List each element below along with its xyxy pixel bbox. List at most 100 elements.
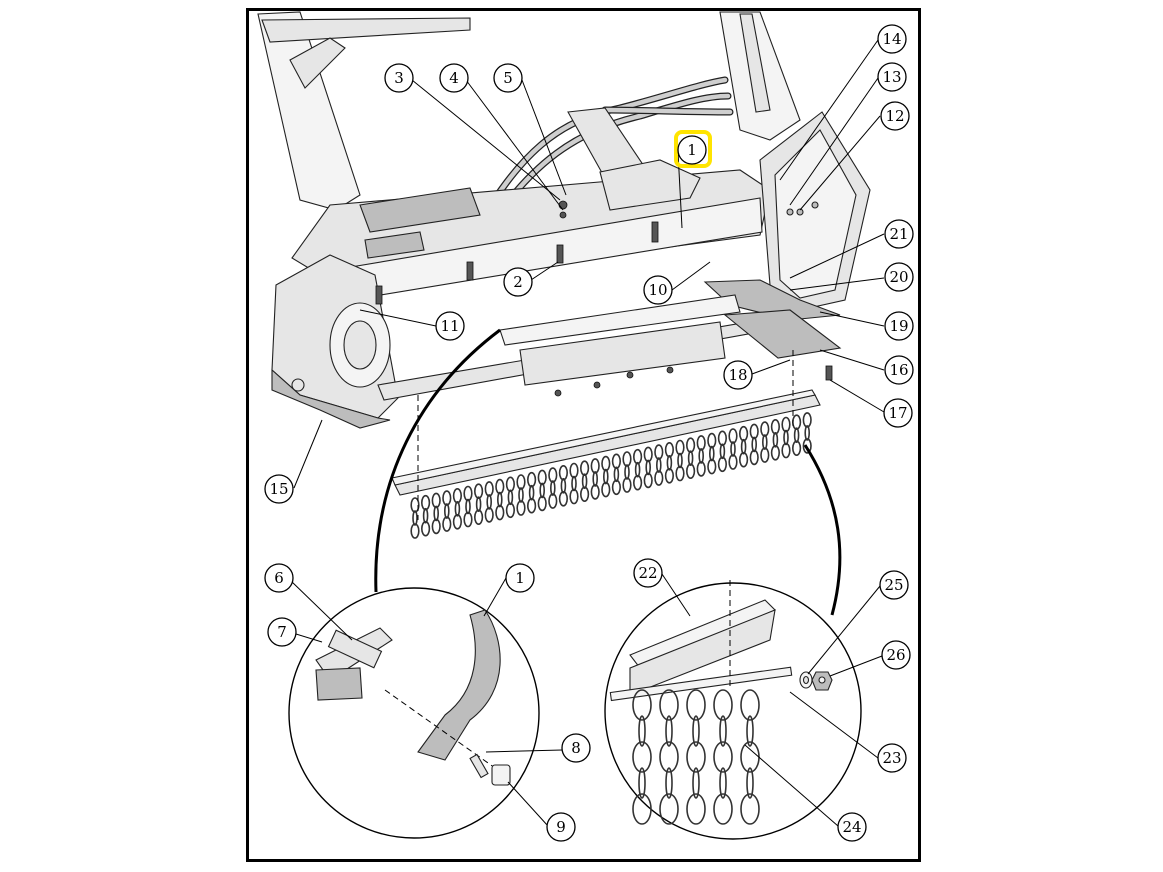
- chain-link: [579, 486, 590, 503]
- chain-link: [592, 471, 599, 487]
- callout-12: 12: [880, 101, 910, 131]
- chain-link: [526, 497, 537, 514]
- chain-link: [730, 441, 736, 457]
- chain-row: [410, 412, 812, 539]
- chain-link: [484, 507, 494, 523]
- rotor-rails: [377, 294, 842, 401]
- svg-text:16: 16: [889, 361, 908, 379]
- chain-link: [696, 461, 706, 477]
- callout-5: 5: [493, 63, 523, 93]
- callout-14: 14: [877, 24, 907, 54]
- chain-link: [760, 447, 770, 463]
- svg-text:3: 3: [394, 69, 404, 87]
- chain-link: [622, 451, 632, 467]
- svg-text:8: 8: [571, 739, 581, 757]
- chain-link: [802, 438, 812, 454]
- chain-link: [590, 484, 600, 500]
- svg-text:17: 17: [888, 404, 907, 422]
- detail-chain-link: [632, 793, 652, 825]
- chain-link: [442, 516, 452, 532]
- chain-link: [760, 421, 770, 437]
- detail-left: [288, 587, 540, 839]
- callout-7: 7: [267, 617, 297, 647]
- detail-right: [604, 580, 862, 840]
- svg-text:24: 24: [842, 818, 861, 836]
- chain-link: [560, 477, 567, 494]
- chain-link: [484, 481, 494, 497]
- chain-link: [643, 472, 653, 489]
- detail-chain-link: [746, 715, 754, 747]
- chain-link: [495, 504, 505, 521]
- chain-link: [421, 494, 431, 511]
- callout-26: 26: [881, 640, 911, 670]
- bolt-set: [375, 200, 833, 397]
- chain-link: [571, 475, 577, 492]
- detail-chain-link: [692, 767, 700, 799]
- callout-9: 9: [546, 812, 576, 842]
- chain-link: [581, 473, 588, 490]
- callout-13: 13: [877, 62, 907, 92]
- chain-link: [537, 469, 547, 486]
- callout-18: 18: [723, 360, 753, 390]
- chain-link: [781, 442, 791, 459]
- chain-link: [518, 487, 524, 503]
- svg-text:4: 4: [449, 69, 459, 87]
- callout-21: 21: [884, 219, 914, 249]
- chain-link: [791, 440, 802, 457]
- detail-chain-link: [638, 767, 646, 799]
- svg-text:25: 25: [884, 576, 903, 594]
- detail-chain-link: [713, 741, 733, 773]
- chain-link: [717, 430, 728, 447]
- detail-chain-link: [632, 689, 652, 721]
- svg-text:23: 23: [882, 749, 901, 767]
- chain-link: [624, 464, 630, 480]
- chain-link: [505, 502, 516, 519]
- chain-link: [749, 423, 759, 440]
- chain-link: [410, 523, 420, 539]
- chain-link: [675, 465, 685, 482]
- detail-chain-link: [659, 689, 679, 721]
- chain-link: [611, 453, 622, 470]
- chain-link: [474, 483, 484, 500]
- callout-6: 6: [264, 563, 294, 593]
- svg-text:26: 26: [886, 646, 905, 664]
- chain-link: [463, 485, 473, 502]
- chain-link: [465, 498, 471, 515]
- chain-link: [740, 438, 747, 455]
- chain-link: [804, 425, 811, 441]
- chain-link: [717, 456, 728, 473]
- detail-chain-link: [713, 689, 733, 721]
- callout-10: 10: [643, 275, 673, 305]
- boom-arms: [257, 11, 801, 211]
- chain-link: [719, 443, 726, 460]
- chain-link: [707, 458, 717, 475]
- chain-link: [634, 461, 641, 478]
- chain-link: [645, 459, 652, 476]
- chain-link: [539, 482, 546, 499]
- chain-link: [664, 467, 675, 484]
- svg-text:1: 1: [687, 141, 697, 159]
- chain-link: [516, 500, 526, 516]
- chain-link: [443, 503, 450, 519]
- chain-link: [486, 494, 493, 510]
- callout-24: 24: [837, 812, 867, 842]
- chain-link: [452, 487, 463, 504]
- chain-link: [548, 493, 558, 509]
- chain-link: [622, 477, 632, 493]
- chain-link: [611, 479, 622, 496]
- chain-link: [452, 513, 463, 530]
- callout-25: 25: [879, 570, 909, 600]
- callout-16: 16: [884, 355, 914, 385]
- chain-link: [569, 488, 579, 505]
- callout-highlight: [674, 130, 712, 168]
- svg-text:21: 21: [889, 225, 908, 243]
- callout-3: 3: [384, 63, 414, 93]
- chain-link: [685, 437, 696, 454]
- svg-text:9: 9: [556, 818, 566, 836]
- chain-link: [528, 484, 535, 501]
- detail-chain-link: [686, 741, 706, 773]
- chain-bar: [391, 389, 821, 496]
- chain-link: [474, 509, 484, 526]
- chain-link: [495, 478, 505, 495]
- detail-chain-link: [665, 767, 673, 799]
